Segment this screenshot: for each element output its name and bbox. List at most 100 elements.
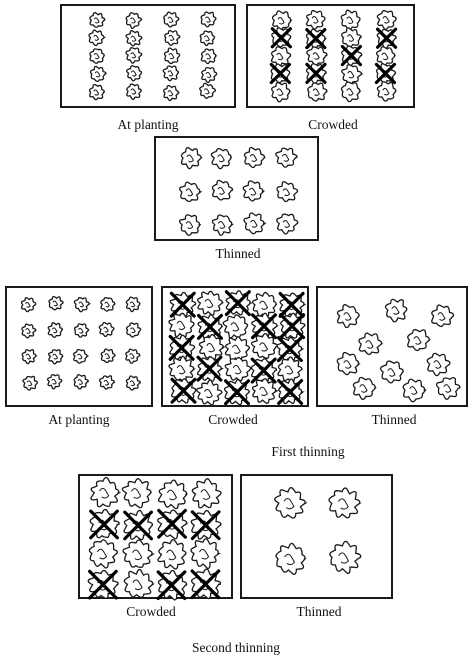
tree-crown-icon <box>210 147 233 170</box>
removed-tree <box>190 568 222 600</box>
removed-tree <box>87 569 119 600</box>
tree-crown-icon <box>336 351 361 376</box>
removal-x-icon <box>250 313 277 340</box>
tree <box>98 321 115 338</box>
tree <box>426 352 451 377</box>
tree-crown-icon <box>191 478 222 509</box>
tree-crown-icon <box>340 81 362 103</box>
tree-crown-icon <box>164 29 181 46</box>
tree <box>305 9 326 30</box>
tree <box>126 83 142 100</box>
tree <box>376 81 397 102</box>
tree-crown-icon <box>275 542 307 575</box>
tree-crown-icon <box>121 478 153 509</box>
tree-crown-icon <box>407 328 432 352</box>
tree-crown-icon <box>376 81 397 102</box>
tree-crown-icon <box>125 30 143 47</box>
tree <box>125 30 143 47</box>
tree <box>306 46 328 66</box>
tree <box>179 181 203 203</box>
tree-crown-icon <box>384 298 408 323</box>
tree-crown-icon <box>275 147 298 168</box>
removed-tree <box>169 291 197 318</box>
removed-tree <box>190 509 222 541</box>
removal-x-icon <box>250 357 277 384</box>
tree <box>224 336 251 362</box>
tree-crown-icon <box>271 10 293 31</box>
tree-crown-icon <box>89 48 105 64</box>
tree-crown-icon <box>224 356 253 382</box>
tree-crown-icon <box>358 332 384 356</box>
first-thinning-crowded-panel <box>161 286 309 407</box>
removed-tree <box>276 336 305 363</box>
tree <box>180 147 203 170</box>
tree <box>336 304 361 329</box>
tree-crown-icon <box>22 375 38 391</box>
tree-crown-icon <box>328 487 362 519</box>
removal-x-icon <box>196 313 223 340</box>
tree <box>271 81 291 103</box>
tree <box>48 295 64 311</box>
tree <box>340 81 362 103</box>
tree <box>73 296 92 313</box>
tree-crown-icon <box>402 378 427 403</box>
tree <box>125 322 142 338</box>
removal-x-icon <box>170 377 197 404</box>
tree <box>431 304 455 328</box>
tree <box>329 540 362 574</box>
tree <box>224 356 253 382</box>
tree-crown-icon <box>125 322 142 338</box>
tree <box>121 478 153 509</box>
tree <box>340 27 362 48</box>
removed-tree <box>168 334 196 361</box>
tree-crown-icon <box>100 348 116 364</box>
tree-crown-icon <box>126 65 143 82</box>
tree <box>407 328 432 352</box>
tree-crown-icon <box>242 180 266 202</box>
removal-x-icon <box>157 508 187 539</box>
tree <box>435 377 461 400</box>
removed-tree <box>196 355 224 382</box>
tree <box>243 212 267 235</box>
tree-crown-icon <box>201 66 218 84</box>
tree-crown-icon <box>123 568 155 598</box>
removed-tree <box>269 62 291 85</box>
tree-crown-icon <box>163 84 180 102</box>
tree-crown-icon <box>197 290 225 316</box>
tree-crown-icon <box>276 213 299 235</box>
tree-crown-icon <box>88 539 118 569</box>
tree-crown-icon <box>125 47 143 64</box>
tree <box>162 65 179 82</box>
tree-crown-icon <box>222 314 249 339</box>
tree <box>88 83 105 101</box>
tree <box>336 351 361 376</box>
tree <box>352 376 377 400</box>
tree-crown-icon <box>340 9 361 31</box>
tree-crown-icon <box>426 352 451 377</box>
row-planting-crowded-panel <box>246 4 415 108</box>
tree <box>89 11 106 28</box>
removed-tree <box>277 378 305 406</box>
tree <box>98 375 115 390</box>
tree-crown-icon <box>89 11 106 28</box>
tree-crown-icon <box>125 296 141 313</box>
removal-x-icon <box>270 27 292 49</box>
tree-crown-icon <box>168 312 195 339</box>
removed-tree <box>196 313 224 341</box>
removed-tree <box>170 377 197 404</box>
tree-crown-icon <box>243 212 267 235</box>
tree-crown-icon <box>73 296 92 313</box>
removal-x-icon <box>340 44 363 67</box>
tree-crown-icon <box>46 374 63 390</box>
tree <box>89 48 105 64</box>
removal-x-icon <box>190 510 221 541</box>
tree <box>275 542 307 575</box>
tree <box>73 323 90 338</box>
tree <box>47 322 64 338</box>
tree <box>358 332 384 356</box>
removed-tree <box>374 62 397 85</box>
tree-crown-icon <box>168 355 196 382</box>
tree <box>340 9 361 31</box>
tree-crown-icon <box>352 376 377 400</box>
tree <box>196 379 223 406</box>
